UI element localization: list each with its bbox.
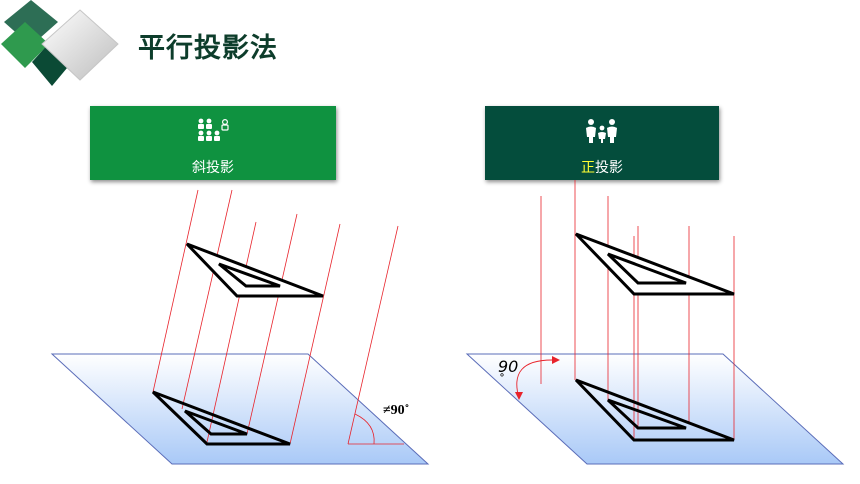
group-people-icon: [198, 118, 229, 141]
oblique-rays: [152, 189, 399, 445]
orthographic-angle-digits: 90: [498, 357, 518, 376]
oblique-angle-label: ≠90˚: [383, 403, 409, 418]
orthographic-header: 正投影: [485, 106, 719, 180]
orthographic-angle-degree: ˚: [499, 372, 505, 387]
orthographic-label-highlight: 正: [581, 160, 595, 176]
family-icon: [586, 119, 617, 143]
oblique-label: 斜投影: [192, 160, 234, 176]
orthographic-angle-arc: [516, 359, 553, 399]
orthographic-label-rest: 投影: [595, 160, 623, 176]
oblique-angle-arc: [354, 413, 375, 445]
orthographic-projection: [574, 378, 735, 442]
oblique-projection-plane: [50, 353, 430, 465]
oblique-header: 斜投影: [90, 106, 336, 180]
logo-diamonds: [1, 0, 119, 86]
orthographic-angle-arrow-head: [552, 356, 560, 364]
oblique-object: [185, 242, 324, 298]
orthographic-angle-arrow-tail: [515, 392, 523, 400]
orthographic-label: 正投影: [485, 157, 719, 177]
orthographic-object: [574, 232, 735, 296]
page-title: 平行投影法: [138, 33, 278, 64]
oblique-projection: [151, 390, 291, 446]
